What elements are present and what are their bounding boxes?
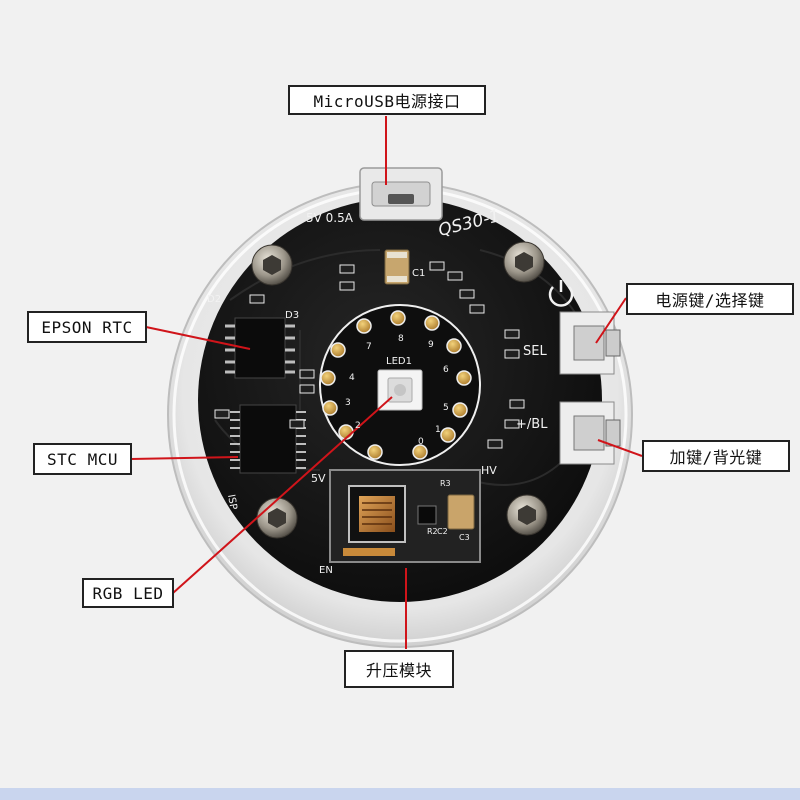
digit-label: 7 [366,342,372,352]
micro-usb-connector [359,167,443,221]
power-rating-silk: 5V 0.5A [306,211,354,225]
five-v-silk: 5V [311,472,326,485]
digit-label: 4 [349,373,355,383]
digit-label: 2 [355,421,361,431]
boost-module [329,469,481,563]
stc-mcu-chip [230,404,306,474]
led1-silk: LED1 [386,356,412,367]
digit-label: 5 [443,403,449,413]
d2-silk: D2 [207,294,221,305]
capacitor-c1 [384,249,410,285]
c1-silk: C1 [412,268,425,279]
epson-rtc-chip [225,317,295,379]
c2-silk: C2 [437,527,448,536]
digit-label: 3 [345,398,351,408]
smd-components [214,261,525,449]
digit-label: 9 [428,340,434,350]
label-epson-rtc: EPSON RTC [27,311,147,343]
screw-top-left [251,244,293,286]
bl-silk: +/BL [516,417,548,432]
screw-bottom-left [256,497,298,539]
digit-label: 1 [435,425,441,435]
digit-label: 8 [398,334,404,344]
power-symbol-icon [548,280,574,307]
sel-button [559,311,621,375]
hv-silk: HV [481,464,497,477]
r2-silk: R2 [427,527,438,536]
screw-top-right [503,241,545,283]
label-stc-mcu: STC MCU [33,443,132,475]
label-boost-module: 升压模块 [344,650,454,688]
r3-silk: R3 [440,479,451,488]
digit-label: 6 [443,365,449,375]
screw-bottom-right [506,494,548,536]
bottom-strip [0,788,800,800]
label-rgb-led: RGB LED [82,578,174,608]
socket-pads [320,310,472,460]
label-power-key: 电源键/选择键 [626,283,794,315]
pointer-lines [130,116,643,649]
isp-silk: ISP [225,494,238,511]
d3-silk: D3 [285,310,299,321]
digit-label: 0 [418,437,424,447]
label-usb-port: MicroUSB电源接口 [288,85,486,115]
sel-silk: SEL [523,344,547,359]
label-add-key: 加键/背光键 [642,440,790,472]
bl-button [559,401,621,465]
c3-silk: C3 [459,533,470,542]
en-silk: EN [319,565,333,576]
